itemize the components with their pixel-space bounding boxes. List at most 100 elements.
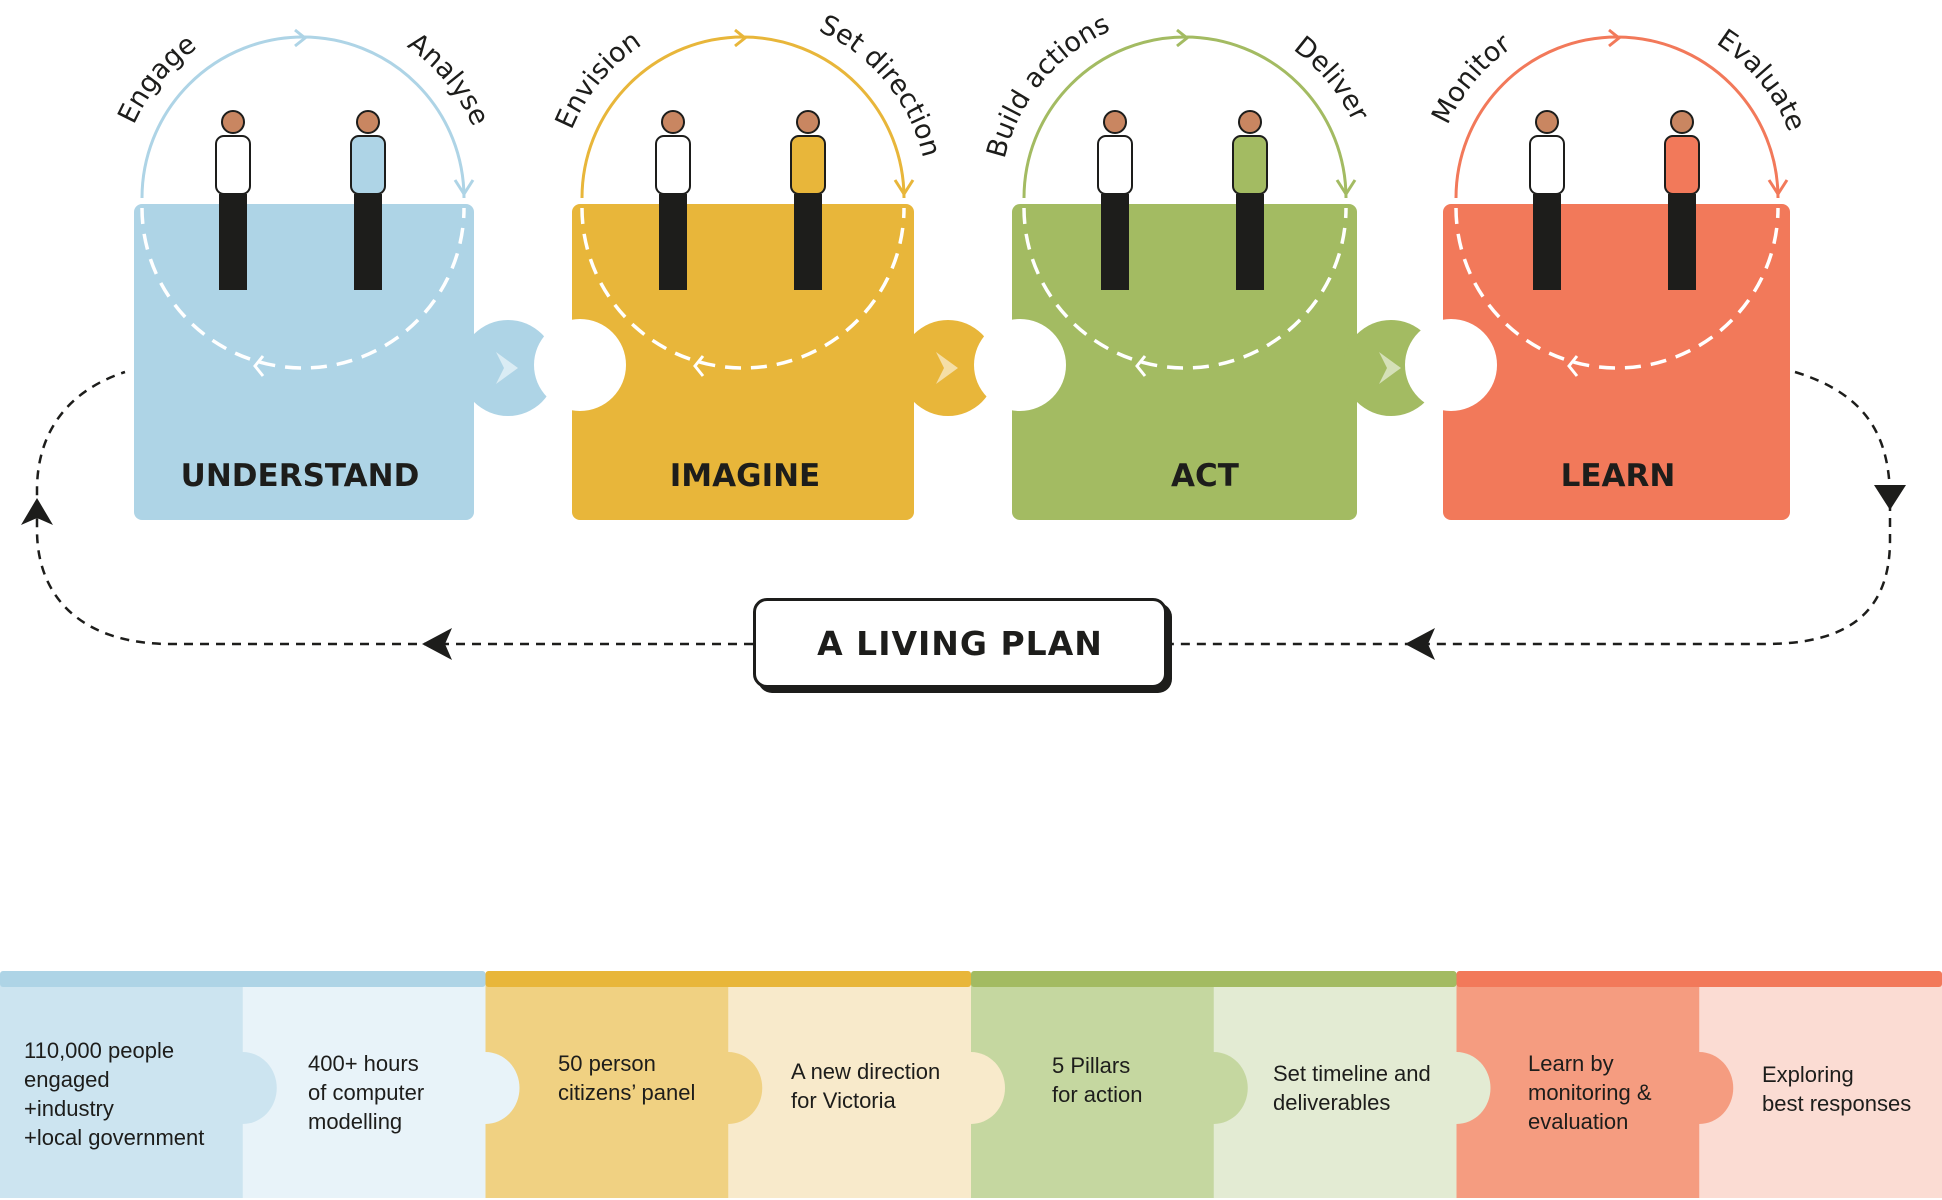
piece-hole (1405, 319, 1497, 411)
bottom-cell-text: Set timeline and deliverables (1273, 1061, 1431, 1115)
bottom-cell (971, 982, 1215, 1198)
person-legs (794, 194, 822, 290)
puzzle-piece-understand (134, 28, 556, 520)
bottom-cell (485, 982, 729, 1198)
stage-title-learn: LEARN (1561, 458, 1676, 494)
play-arrow-icon (496, 352, 518, 384)
person-head (1103, 110, 1127, 134)
dashed-return-arc (1454, 207, 1780, 370)
person-legs (1668, 194, 1696, 290)
person-legs (1236, 194, 1264, 290)
people-illustration (215, 110, 386, 290)
svg-text:Envision: Envision (550, 25, 647, 133)
person-body (1664, 135, 1700, 195)
step-set-direction: Set direction (815, 9, 947, 160)
bottom-cell-text: Learn by monitoring & evaluation (1528, 1051, 1652, 1134)
person-legs (1533, 194, 1561, 290)
stage-title-act: ACT (1171, 458, 1239, 494)
play-arrow-icon (1379, 352, 1401, 384)
svg-text:Analyse: Analyse (402, 27, 495, 130)
dashed-return-arc (580, 207, 906, 370)
bottom-knob (451, 1052, 520, 1124)
bottom-cell (728, 982, 972, 1198)
bottom-group-stripe (485, 971, 971, 987)
arrow-left-icon (422, 628, 452, 660)
bottom-cell (1699, 982, 1942, 1198)
step-engage: Engage (112, 29, 202, 129)
bottom-cell-text: Exploring best responses (1762, 1062, 1912, 1116)
bottom-cell-text: 400+ hours of computer modelling (308, 1051, 425, 1134)
person-legs (354, 194, 382, 290)
svg-text:Build actions: Build actions (981, 9, 1114, 162)
svg-text:Set direction: Set direction (815, 9, 947, 160)
person-body (215, 135, 251, 195)
chevron-left-icon (253, 355, 265, 377)
bottom-knob (1179, 1052, 1248, 1124)
loop-left (35, 370, 753, 646)
step-analyse: Analyse (402, 27, 495, 130)
person-head (661, 110, 685, 134)
living-plan-label: A LIVING PLAN (753, 598, 1167, 688)
bottom-cell-text: 110,000 people engaged +industry +local … (24, 1038, 205, 1150)
bottom-knob (1422, 1052, 1491, 1124)
person-head (356, 110, 380, 134)
people-illustration (1529, 110, 1700, 290)
bottom-cell (242, 982, 486, 1198)
bottom-group-stripe (0, 971, 486, 987)
arrow-down-icon (1874, 485, 1906, 510)
person-body (1529, 135, 1565, 195)
chevron-down-icon (893, 179, 915, 197)
piece-body (572, 204, 914, 520)
person-head (221, 110, 245, 134)
step-deliver: Deliver (1288, 30, 1375, 126)
arrow-up-icon (21, 498, 53, 525)
step-monitor: Monitor (1426, 28, 1517, 129)
person-head (1535, 110, 1559, 134)
arrow-left-icon (1405, 628, 1435, 660)
bottom-knob (1665, 1052, 1734, 1124)
piece-body (1443, 204, 1790, 520)
svg-text:Deliver: Deliver (1288, 30, 1375, 126)
person-body (655, 135, 691, 195)
chevron-right-icon (734, 28, 748, 48)
bottom-group-stripe (971, 971, 1457, 987)
chevron-down-icon (1335, 179, 1357, 197)
chevron-right-icon (1608, 28, 1622, 48)
bottom-knob (937, 1052, 1005, 1124)
chevron-down-icon (1767, 179, 1789, 197)
bottom-knob (208, 1052, 277, 1124)
bottom-cell-text: 5 Pillars for action (1052, 1053, 1143, 1107)
puzzle-piece-imagine (534, 28, 996, 520)
person-head (1238, 110, 1262, 134)
chevron-down-icon (453, 179, 475, 197)
bottom-cell (0, 982, 244, 1198)
person-body (1097, 135, 1133, 195)
puzzle-piece-learn (1405, 28, 1790, 520)
bottom-group-stripe (1456, 971, 1942, 987)
person-body (1232, 135, 1268, 195)
people-illustration (655, 110, 826, 290)
play-arrow-icon (936, 352, 958, 384)
person-head (796, 110, 820, 134)
chevron-right-icon (1176, 28, 1190, 48)
piece-body (1012, 204, 1357, 520)
step-build-actions: Build actions (981, 9, 1114, 162)
person-head (1670, 110, 1694, 134)
dashed-return-arc (1022, 207, 1348, 370)
person-legs (1101, 194, 1129, 290)
chevron-left-icon (1567, 355, 1579, 377)
chevron-left-icon (693, 355, 705, 377)
piece-hole (974, 319, 1066, 411)
chevron-right-icon (294, 28, 308, 48)
svg-text:Monitor: Monitor (1426, 28, 1517, 129)
svg-text:Engage: Engage (112, 29, 202, 129)
bottom-cell-text: A new direction for Victoria (791, 1059, 941, 1113)
bottom-knob (694, 1052, 763, 1124)
stage-title-understand: UNDERSTAND (181, 458, 420, 494)
stage-title-imagine: IMAGINE (670, 458, 820, 494)
person-legs (659, 194, 687, 290)
piece-hole (534, 319, 626, 411)
loop-right (1167, 370, 1892, 646)
bottom-cell (1456, 982, 1700, 1198)
